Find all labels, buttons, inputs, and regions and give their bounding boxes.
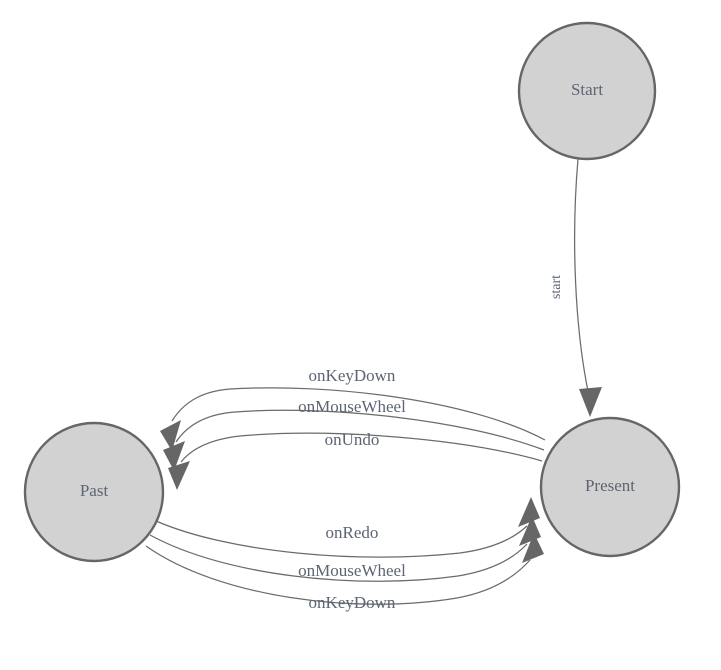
edge-onredo-past-to-present[interactable]: onRedo: [155, 497, 540, 558]
edge-onkeydown-dn-label: onKeyDown: [309, 593, 396, 612]
node-present[interactable]: Present: [539, 416, 681, 558]
edge-start-path: [574, 158, 590, 397]
edge-onkeydown-present-to-past[interactable]: onKeyDown: [160, 366, 546, 451]
node-start[interactable]: Start: [517, 21, 657, 161]
node-start-circle: [517, 21, 657, 161]
edge-onredo-label: onRedo: [326, 523, 379, 542]
edge-onkeydown-up-path: [171, 387, 546, 441]
edge-onkeydown-dn-arrowhead: [522, 533, 544, 563]
edge-onmousewheel-dn-path: [149, 534, 528, 582]
edge-onmousewheel-present-to-past[interactable]: onMouseWheel: [163, 397, 545, 471]
node-present-label: Present: [585, 476, 635, 495]
edge-onundo-label: onUndo: [325, 430, 380, 449]
node-past-label: Past: [80, 481, 109, 500]
node-present-circle: [539, 416, 681, 558]
edge-onredo-arrowhead: [518, 497, 540, 527]
node-start-label: Start: [571, 80, 603, 99]
edge-onredo-path: [155, 520, 528, 558]
edge-start-arrowhead: [579, 387, 602, 417]
edge-onmousewheel-up-arrowhead: [163, 441, 185, 471]
edge-start[interactable]: start: [549, 158, 602, 417]
edge-onundo-arrowhead: [168, 461, 190, 490]
edge-onkeydown-past-to-present[interactable]: onKeyDown: [145, 533, 544, 612]
edge-onkeydown-up-label: onKeyDown: [309, 366, 396, 385]
edge-onmousewheel-up-label: onMouseWheel: [298, 397, 406, 416]
edge-onmousewheel-up-path: [175, 409, 545, 451]
edge-onundo-present-to-past[interactable]: onUndo: [168, 430, 543, 490]
node-past[interactable]: Past: [23, 421, 165, 563]
edge-onmousewheel-dn-label: onMouseWheel: [298, 561, 406, 580]
edge-onkeydown-up-arrowhead: [160, 420, 181, 451]
edge-onkeydown-dn-path: [145, 545, 531, 605]
node-past-circle: [23, 421, 165, 563]
edge-start-label: start: [549, 275, 564, 299]
edge-onundo-path: [180, 432, 543, 463]
